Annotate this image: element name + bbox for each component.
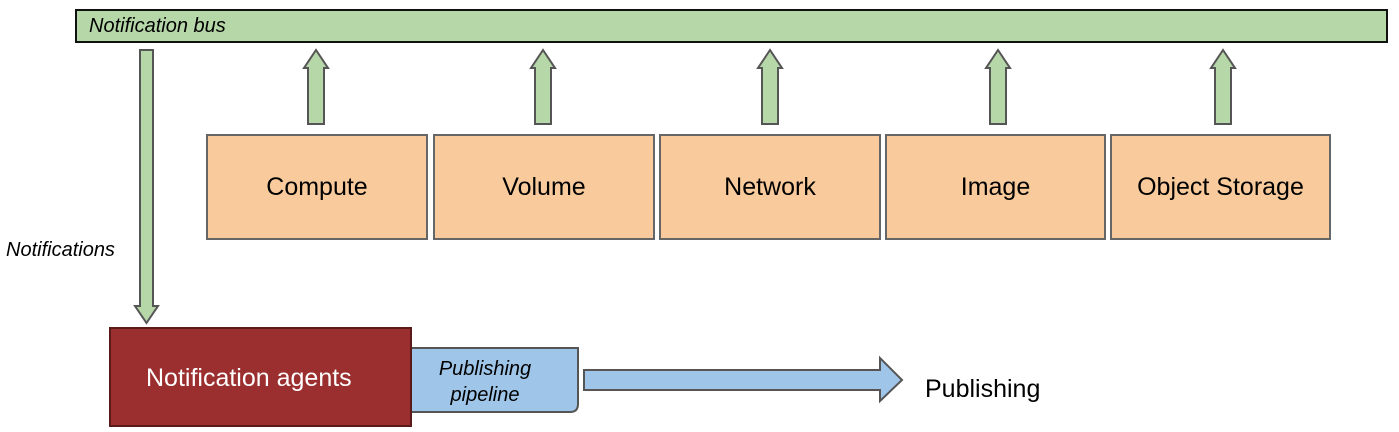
service-box-volume: Volume xyxy=(433,134,655,240)
publishing-pipeline-line1: Publishing xyxy=(438,358,532,380)
service-box-compute: Compute xyxy=(206,134,428,240)
arrow-up-volume xyxy=(529,48,557,125)
notifications-label: Notifications xyxy=(6,239,115,261)
notification-agents-box xyxy=(109,327,412,427)
notification-agents-label: Notification agents xyxy=(146,364,352,392)
service-box-network: Network xyxy=(659,134,881,240)
arrow-up-compute xyxy=(302,48,330,125)
arrow-down-notifications xyxy=(133,49,160,325)
publishing-pipeline-label: Publishing pipeline xyxy=(392,352,578,412)
arrow-right-publishing xyxy=(583,355,904,404)
arrow-up-image xyxy=(984,48,1012,125)
service-box-image: Image xyxy=(885,134,1106,240)
publishing-label: Publishing xyxy=(925,375,1041,403)
arrow-up-object-storage xyxy=(1209,48,1237,125)
arrow-up-network xyxy=(756,48,784,125)
service-box-object-storage: Object Storage xyxy=(1110,134,1331,240)
notification-bus-label: Notification bus xyxy=(89,15,226,37)
publishing-pipeline-line2: pipeline xyxy=(450,384,520,406)
notification-bus xyxy=(75,9,1388,43)
